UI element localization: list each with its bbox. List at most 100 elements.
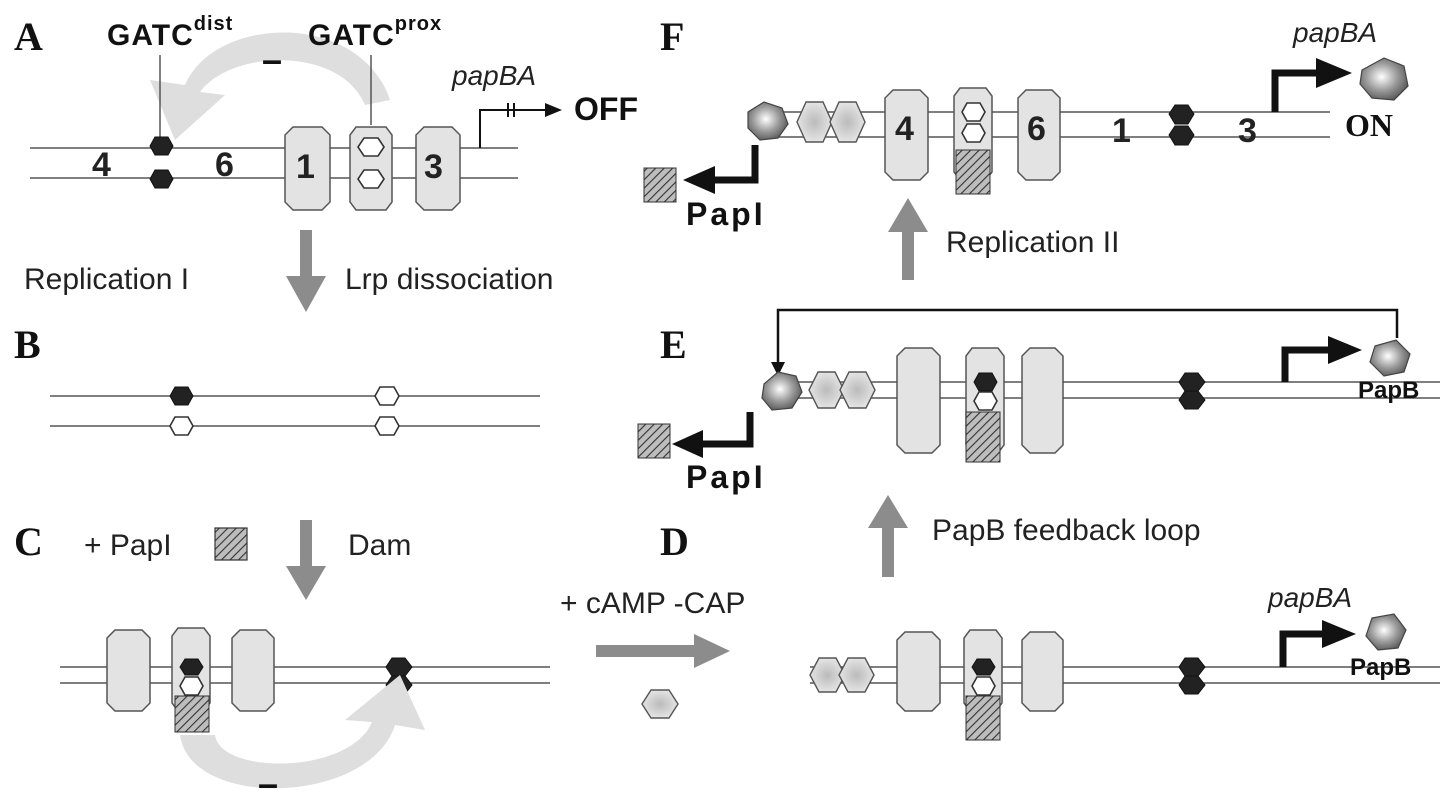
down-arrow-bc — [286, 566, 326, 600]
step-c-to-d: + cAMP -CAP — [560, 587, 745, 718]
dam-label: Dam — [348, 529, 411, 562]
methyl-dist-e-top — [1179, 373, 1205, 391]
pap-promoter-e — [1285, 350, 1330, 382]
papb-label-d: PapB — [1350, 654, 1411, 681]
step-e-to-f: Replication II — [888, 198, 1119, 280]
repression-curve-arrow-c — [180, 675, 425, 788]
site-6-label: 6 — [215, 146, 234, 184]
papi-promoter-f — [712, 145, 755, 180]
unmethyl-prox-d — [972, 677, 995, 695]
cap-d-2 — [839, 658, 874, 692]
site-4-label-f: 4 — [895, 110, 914, 148]
methyl-gatc-dist-top — [150, 137, 173, 155]
methyl-gatc-dist-bottom — [150, 170, 173, 188]
papb-feedback-label: PapB feedback loop — [932, 514, 1201, 547]
on-state-label: ON — [1345, 107, 1393, 143]
cap-f-1 — [797, 102, 832, 142]
pap-promoter-on — [1275, 73, 1320, 112]
step-a-to-b: Replication I Lrp dissociation — [24, 230, 553, 312]
site-4-label: 4 — [92, 146, 111, 184]
panel-f: F 4 6 1 3 papBA ON PapI — [644, 14, 1408, 232]
step-d-to-e: PapB feedback loop — [868, 495, 1201, 577]
papb-label-e: PapB — [1358, 377, 1419, 404]
papi-protein-f — [644, 168, 676, 202]
papb-protein-e — [1370, 340, 1410, 376]
lrp-box-d3 — [1022, 632, 1063, 711]
replication-i-label: Replication I — [24, 263, 189, 296]
papi-bound-c — [175, 696, 209, 732]
unmethyl-dist-daughter — [170, 417, 193, 435]
panel-d-letter: D — [660, 519, 689, 564]
panel-b-letter: B — [14, 322, 41, 367]
panel-a: A – GATCdist GATCprox 4 6 1 3 papBA OFF — [14, 13, 638, 210]
cap-protein-legend — [642, 690, 678, 718]
pap-promoter-d — [1283, 634, 1325, 667]
unmethyl-prox-top — [375, 387, 399, 405]
papi-bound-e — [966, 412, 1000, 462]
methyl-prox-c — [180, 659, 203, 675]
papi-symbol-legend — [215, 528, 247, 560]
papb-protein-f — [1360, 58, 1408, 100]
panel-d: D papBA PapB — [660, 519, 1440, 740]
camp-cap-label: + cAMP -CAP — [560, 587, 745, 620]
cap-f-2 — [830, 102, 865, 142]
papb-bound-e — [762, 372, 802, 410]
panel-b: B — [14, 322, 540, 435]
site-1-label: 1 — [296, 148, 315, 186]
panel-a-letter: A — [14, 14, 43, 59]
panel-c: C + PapI Dam – — [14, 519, 550, 799]
repression-sign: – — [262, 39, 282, 80]
papba-label-a: papBA — [451, 60, 536, 91]
unmethyl-gatc-prox-top — [358, 138, 384, 156]
unmethyl-gatc-prox-bottom — [358, 170, 384, 188]
panel-e: E PapB PapI — [638, 310, 1440, 495]
unmethyl-prox-e — [974, 392, 997, 410]
panel-e-letter: E — [660, 322, 687, 367]
pap-promoter-off — [480, 110, 545, 148]
off-state-label: OFF — [574, 91, 638, 127]
site-3-label: 3 — [424, 148, 443, 186]
repression-sign-c: – — [258, 763, 278, 799]
add-papi-label: + PapI — [84, 529, 172, 562]
feedback-loop-line — [778, 310, 1397, 368]
unmethyl-f-bottom — [962, 124, 985, 142]
panel-c-letter: C — [14, 519, 43, 564]
lrp-box-c3 — [232, 630, 274, 711]
site-3-label-f: 3 — [1238, 112, 1257, 150]
papb-protein-d — [1366, 614, 1406, 650]
papi-bound-d — [966, 696, 1000, 740]
cap-e-2 — [840, 372, 875, 408]
papba-label-f: papBA — [1292, 17, 1377, 48]
methyl-dist-f-bottom — [1169, 126, 1194, 145]
gatc-prox-label: GATCprox — [308, 13, 442, 52]
replication-ii-label: Replication II — [946, 226, 1119, 259]
cap-e-1 — [809, 372, 844, 408]
methyl-dist-d-top — [1179, 658, 1205, 676]
papi-promoter-e — [700, 412, 750, 444]
methyl-dist-e-bottom — [1179, 391, 1205, 409]
lrp-box-e1 — [897, 348, 940, 453]
up-arrow-ef — [888, 198, 928, 232]
lrp-box-e3 — [1022, 348, 1063, 453]
methyl-dist-f-top — [1169, 105, 1194, 124]
down-arrow-ab — [286, 276, 326, 312]
lrp-box-d1 — [897, 632, 940, 711]
unmethyl-prox-c — [180, 677, 203, 695]
papba-label-d: papBA — [1267, 582, 1352, 613]
unmethyl-prox-bottom — [375, 417, 399, 435]
lrp-dissociation-label: Lrp dissociation — [345, 263, 553, 296]
methyl-dist-c-top — [386, 658, 412, 676]
gatc-dist-label: GATCdist — [107, 13, 233, 52]
methyl-prox-e — [974, 373, 997, 391]
unmethyl-f-top — [962, 103, 985, 121]
papi-label-f: PapI — [686, 196, 766, 232]
papb-bound-f — [748, 102, 788, 140]
panel-f-letter: F — [660, 14, 684, 59]
site-6-label-f: 6 — [1027, 110, 1046, 148]
hemimethyl-dist — [170, 387, 193, 405]
up-arrow-de — [868, 495, 908, 528]
methyl-dist-d-bottom — [1179, 676, 1205, 694]
methyl-prox-d — [972, 659, 995, 675]
right-arrow-cd — [694, 634, 730, 668]
